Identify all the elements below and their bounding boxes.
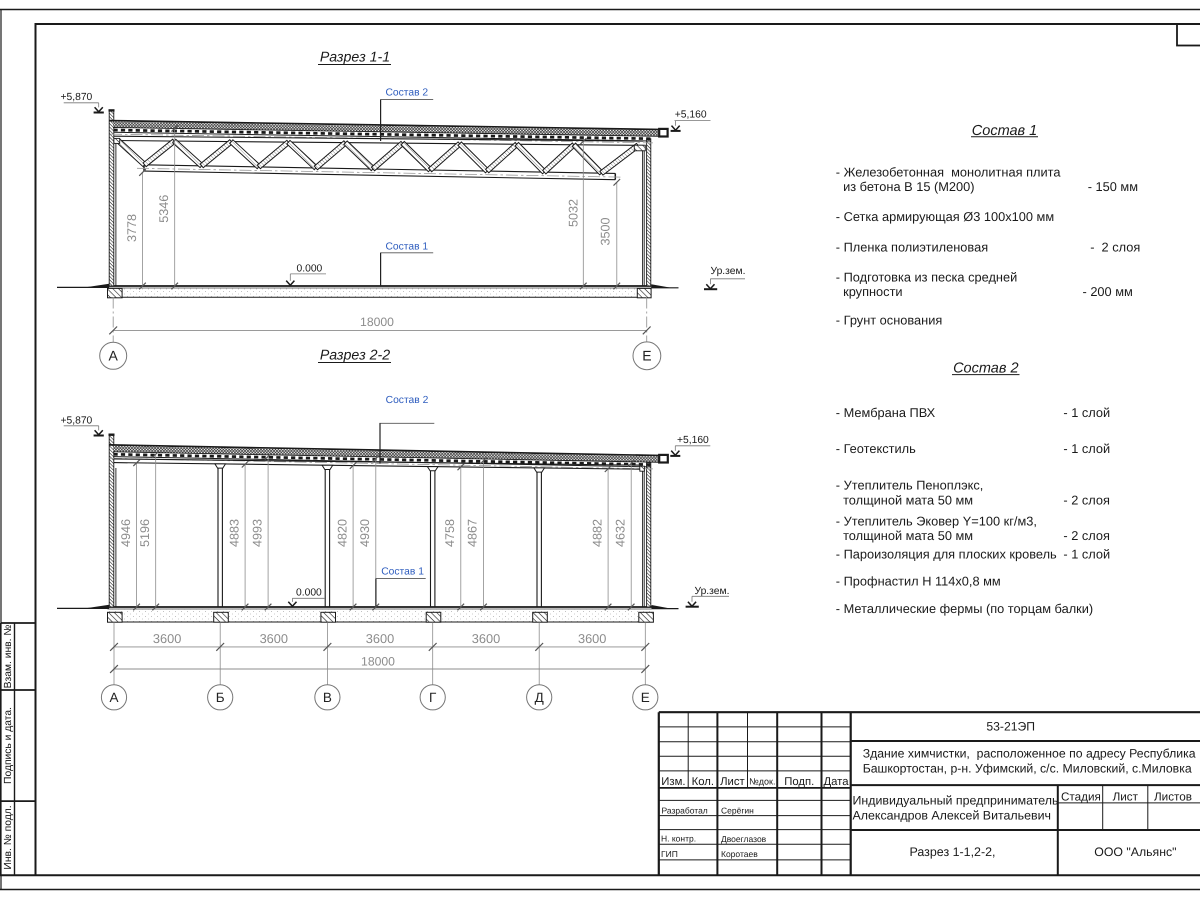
svg-text:- Сетка армирующая Ø3 100х100: - Сетка армирующая Ø3 100х100 мм [836,209,1054,224]
svg-text:Инв. № подл.: Инв. № подл. [3,805,14,869]
svg-text:- 1 слой: - 1 слой [1063,441,1110,456]
svg-text:Ур.зем.: Ур.зем. [711,266,746,277]
svg-text:Листов: Листов [1154,790,1192,803]
svg-text:Е: Е [641,690,650,705]
svg-text:4883: 4883 [227,519,241,547]
svg-text:+5,870: +5,870 [61,92,93,103]
svg-text:+5,160: +5,160 [675,110,707,121]
svg-text:0.000: 0.000 [297,264,323,275]
svg-text:Подпись и дата.: Подпись и дата. [3,707,14,784]
svg-text:Дата: Дата [823,776,849,788]
svg-text:Изм.: Изм. [661,776,685,788]
svg-text:53-21ЭП: 53-21ЭП [986,720,1035,734]
svg-text:4946: 4946 [119,519,133,547]
svg-text:- Утеплитель Эковер Y=100 кг/м: - Утеплитель Эковер Y=100 кг/м3, [836,514,1037,529]
svg-text:Лист: Лист [720,776,745,788]
svg-text:3600: 3600 [578,631,606,646]
svg-text:Состав 1: Состав 1 [381,566,424,577]
svg-text:Коротаев: Коротаев [721,849,758,859]
svg-text:- 1 слой: - 1 слой [1063,405,1110,420]
svg-text:Разработал: Разработал [662,805,708,815]
svg-text:Г: Г [429,690,437,705]
svg-text:из бетона В 15 (М200): из бетона В 15 (М200) [843,179,974,194]
svg-text:- Подготовка из песка средней: - Подготовка из песка средней [836,270,1017,285]
svg-text:- Утеплитель Пеноплэкс,: - Утеплитель Пеноплэкс, [836,478,984,493]
svg-text:- Грунт основания: - Грунт основания [836,313,943,328]
svg-text:18000: 18000 [361,654,395,668]
svg-text:4882: 4882 [590,519,604,547]
svg-text:ГИП: ГИП [661,849,678,859]
svg-text:толщиной мата 50 мм: толщиной мата 50 мм [843,492,973,507]
svg-text:4930: 4930 [358,519,372,547]
svg-text:3600: 3600 [472,631,500,646]
svg-text:3778: 3778 [125,214,139,242]
svg-text:+5,870: +5,870 [61,415,93,426]
svg-text:- Железобетонная монолитная п: - Железобетонная монолитная плита [836,165,1062,180]
svg-text:крупности: крупности [843,284,903,299]
svg-text:- 150 мм: - 150 мм [1088,179,1138,194]
svg-text:№док.: №док. [749,776,775,786]
svg-text:- 2 слоя: - 2 слоя [1063,528,1110,543]
svg-text:А: А [109,348,119,364]
svg-text:толщиной мата 50 мм: толщиной мата 50 мм [843,528,973,543]
svg-text:А: А [109,690,118,705]
svg-text:Башкортостан, р-н. Уфимский, с: Башкортостан, р-н. Уфимский, с/с. Миловс… [863,762,1192,776]
svg-text:Лист: Лист [1113,790,1139,803]
svg-text:Состав 2: Состав 2 [385,87,428,98]
svg-text:Взам. инв. №: Взам. инв. № [3,625,14,689]
svg-text:Разрез 2-2: Разрез 2-2 [320,348,390,364]
svg-text:- Пароизоляция для плоских кро: - Пароизоляция для плоских кровель [836,546,1057,561]
svg-text:Состав 2: Состав 2 [386,395,429,406]
svg-text:Н. контр.: Н. контр. [661,833,696,843]
svg-text:4867: 4867 [466,519,480,547]
svg-text:- Мембрана ПВХ: - Мембрана ПВХ [836,405,936,420]
svg-text:3500: 3500 [599,217,613,245]
svg-text:Разрез 1-1,2-2,: Разрез 1-1,2-2, [910,845,996,859]
svg-text:4993: 4993 [250,519,264,547]
svg-text:Александров Алексей Витальевич: Александров Алексей Витальевич [853,808,1051,822]
svg-text:- 200 мм: - 200 мм [1083,284,1133,299]
svg-text:Подп.: Подп. [784,776,814,788]
svg-text:+5,160: +5,160 [677,435,709,446]
svg-text:Д: Д [535,690,544,705]
svg-text:3600: 3600 [366,631,394,646]
svg-text:- 2 слоя: - 2 слоя [1063,492,1110,507]
svg-text:5196: 5196 [138,519,152,547]
svg-text:Кол.: Кол. [692,776,714,788]
svg-text:Состав 1: Состав 1 [972,123,1037,139]
svg-text:Двоеглазов: Двоеглазов [721,834,767,844]
svg-text:- 1 слой: - 1 слой [1063,546,1110,561]
svg-text:Состав 2: Состав 2 [953,361,1018,377]
svg-text:Стадия: Стадия [1061,790,1101,803]
svg-text:- Металлические фермы (по торц: - Металлические фермы (по торцам балки) [836,601,1093,616]
svg-text:4632: 4632 [613,519,627,547]
svg-text:ООО "Альянс": ООО "Альянс" [1094,845,1176,859]
svg-text:Е: Е [642,348,651,364]
svg-text:0.000: 0.000 [296,587,322,598]
svg-text:Состав 1: Состав 1 [385,242,428,253]
svg-text:- Профнастил Н 114х0,8 мм: - Профнастил Н 114х0,8 мм [836,574,1001,589]
svg-text:4820: 4820 [335,519,349,547]
svg-text:Индивидуальный предприниматель: Индивидуальный предприниматель [853,794,1059,808]
svg-text:- 2 слоя: - 2 слоя [1090,239,1140,254]
svg-text:- Геотекстиль: - Геотекстиль [836,441,916,456]
svg-text:- Пленка полиэтиленовая: - Пленка полиэтиленовая [836,239,988,254]
svg-text:18000: 18000 [360,315,394,329]
svg-text:Серёгин: Серёгин [721,805,754,815]
svg-text:3600: 3600 [260,631,288,646]
svg-text:4758: 4758 [443,519,457,547]
svg-text:Б: Б [216,690,225,705]
svg-text:5032: 5032 [566,199,580,227]
svg-text:Разрез 1-1: Разрез 1-1 [320,50,390,66]
svg-text:В: В [323,690,332,705]
svg-text:5346: 5346 [157,195,171,223]
svg-text:Здание химчистки, расположенн: Здание химчистки, расположенное по адрес… [863,747,1196,761]
svg-text:Ур.зем.: Ур.зем. [695,586,730,597]
svg-text:3600: 3600 [153,631,181,646]
